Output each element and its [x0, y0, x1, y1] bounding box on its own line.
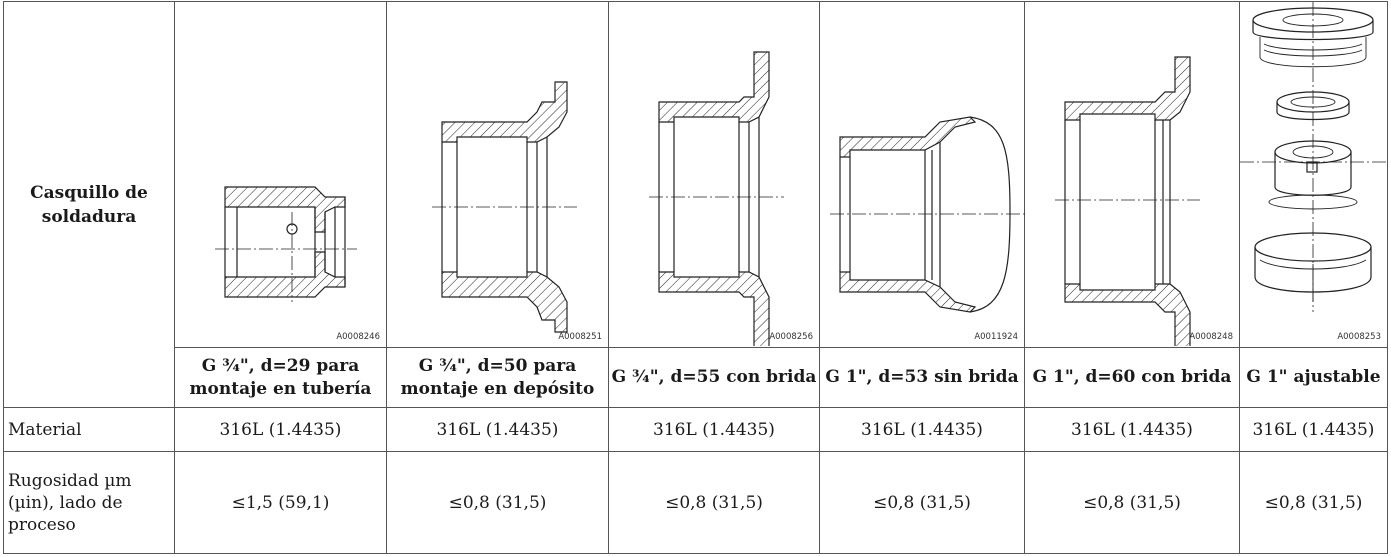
drawing-cell-2: A0008251: [386, 1, 609, 348]
drawing-code: A0011924: [974, 332, 1018, 342]
drawing-cell-6: A0008253: [1239, 1, 1388, 348]
drawing-code: A0008256: [769, 332, 813, 342]
weld-socket-noflange-drawing: [830, 116, 1025, 313]
weld-socket-adjustable-drawing: [1240, 2, 1387, 312]
drawing-code: A0008253: [1337, 332, 1381, 342]
roughness-value: ≤0,8 (31,5): [386, 451, 609, 554]
drawing-cell-5: A0008248: [1024, 1, 1240, 348]
material-value: 316L (1.4435): [819, 407, 1025, 452]
weld-socket-tank-drawing: [432, 81, 577, 333]
roughness-value: ≤1,5 (59,1): [174, 451, 387, 554]
roughness-value: ≤0,8 (31,5): [819, 451, 1025, 554]
material-value: 316L (1.4435): [1024, 407, 1240, 452]
weld-socket-flange60-drawing: [1055, 56, 1200, 346]
weld-socket-pipe-drawing: [215, 186, 357, 302]
material-label: Material: [3, 407, 175, 452]
drawing-code: A0008246: [336, 332, 380, 342]
roughness-value: ≤0,8 (31,5): [1024, 451, 1240, 554]
material-value: 316L (1.4435): [174, 407, 387, 452]
variant-name-3: G ¾", d=55 con brida: [608, 347, 820, 408]
row-header-label: Casquillo de soldadura: [30, 182, 148, 227]
weld-socket-flange-drawing: [649, 51, 784, 346]
material-value: 316L (1.4435): [386, 407, 609, 452]
variant-name-5: G 1", d=60 con brida: [1024, 347, 1240, 408]
drawing-cell-3: A0008256: [608, 1, 820, 348]
roughness-value: ≤0,8 (31,5): [608, 451, 820, 554]
material-value: 316L (1.4435): [608, 407, 820, 452]
variant-name-4: G 1", d=53 sin brida: [819, 347, 1025, 408]
material-value: 316L (1.4435): [1239, 407, 1388, 452]
variant-name-1: G ¾", d=29 para montaje en tubería: [174, 347, 387, 408]
roughness-label: Rugosidad µm (µin), lado de proceso: [3, 451, 175, 554]
spec-table: Casquillo de soldadura A0008246 A0008251: [3, 1, 1388, 554]
drawing-cell-4: A0011924: [819, 1, 1025, 348]
drawing-code: A0008248: [1189, 332, 1233, 342]
variant-name-6: G 1" ajustable: [1239, 347, 1388, 408]
row-header: Casquillo de soldadura: [3, 1, 175, 408]
variant-name-2: G ¾", d=50 para montaje en depósito: [386, 347, 609, 408]
roughness-value: ≤0,8 (31,5): [1239, 451, 1388, 554]
drawing-cell-1: A0008246: [174, 1, 387, 348]
drawing-code: A0008251: [558, 332, 602, 342]
